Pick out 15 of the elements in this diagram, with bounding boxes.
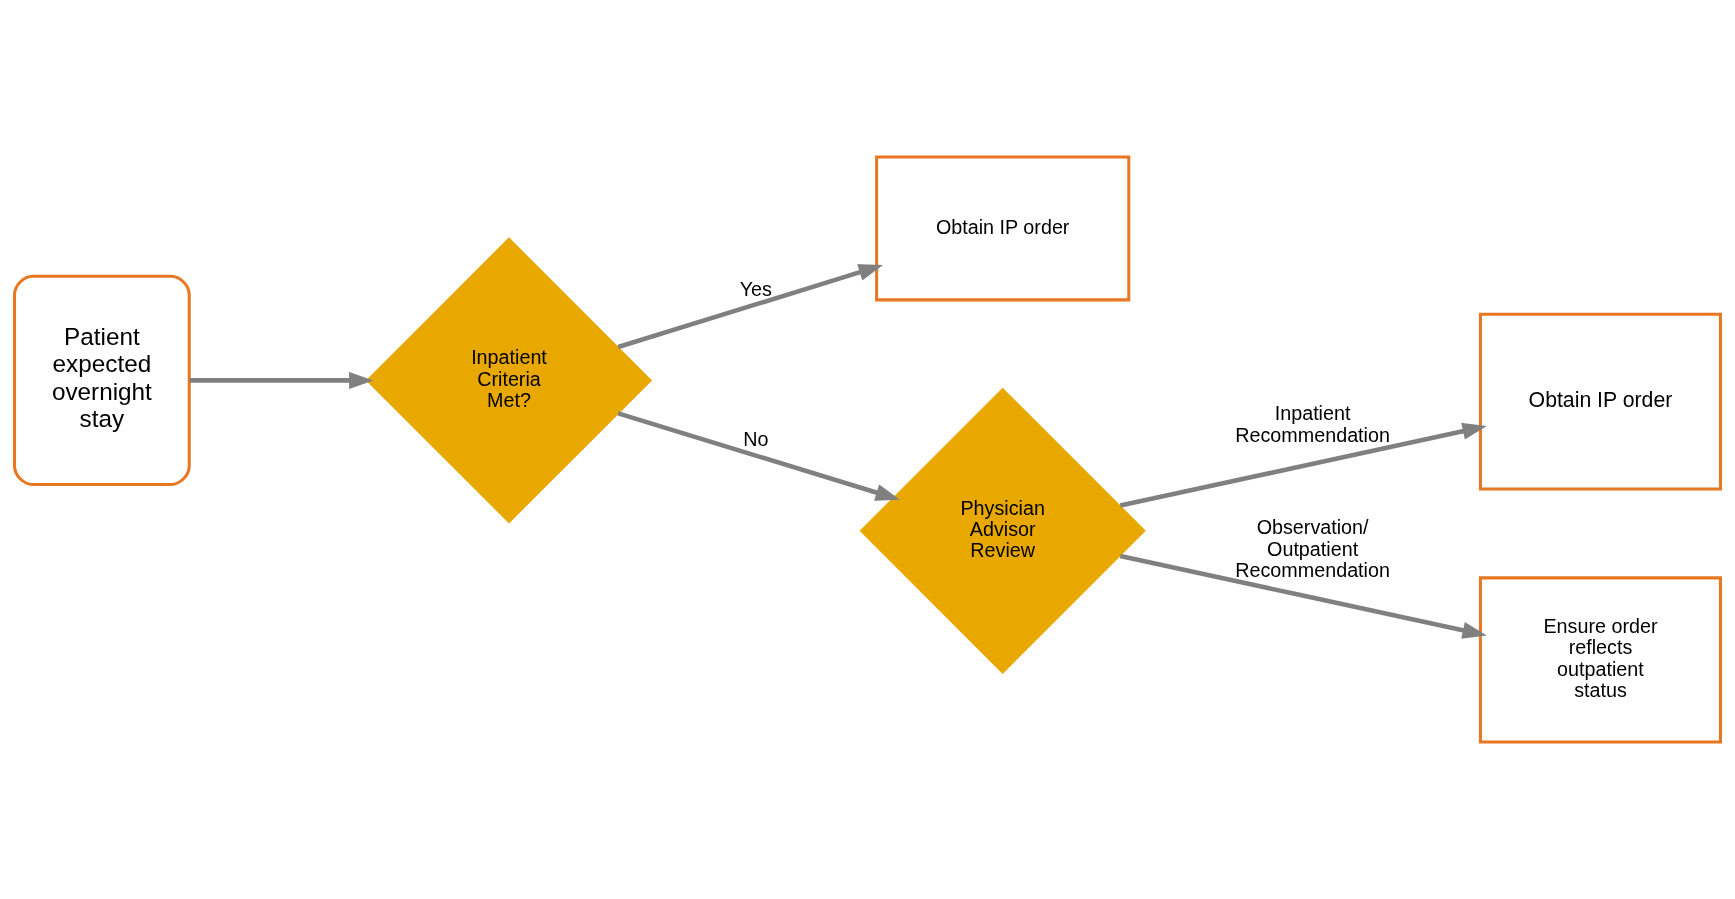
edge-label: No bbox=[743, 428, 769, 451]
node-diamond: Inpatient Criteria Met? bbox=[365, 237, 653, 524]
node-diamond: Physician Advisor Review bbox=[859, 387, 1146, 674]
edge-label: Yes bbox=[739, 277, 772, 300]
arrow bbox=[617, 264, 884, 350]
node-box: Obtain IP order bbox=[1478, 312, 1722, 491]
node-box: Obtain IP order bbox=[875, 155, 1131, 302]
arrow bbox=[189, 371, 374, 389]
edge-label: Inpatient Recommendation bbox=[1235, 402, 1390, 446]
arrow bbox=[1119, 422, 1487, 508]
arrow bbox=[617, 411, 900, 501]
node-box: Patient expected overnight stay bbox=[13, 274, 191, 486]
node-box: Ensure order reflects outpatient status bbox=[1478, 576, 1722, 744]
arrow bbox=[1119, 553, 1487, 639]
edge-label: Observation/ Outpatient Recommendation bbox=[1235, 516, 1390, 581]
